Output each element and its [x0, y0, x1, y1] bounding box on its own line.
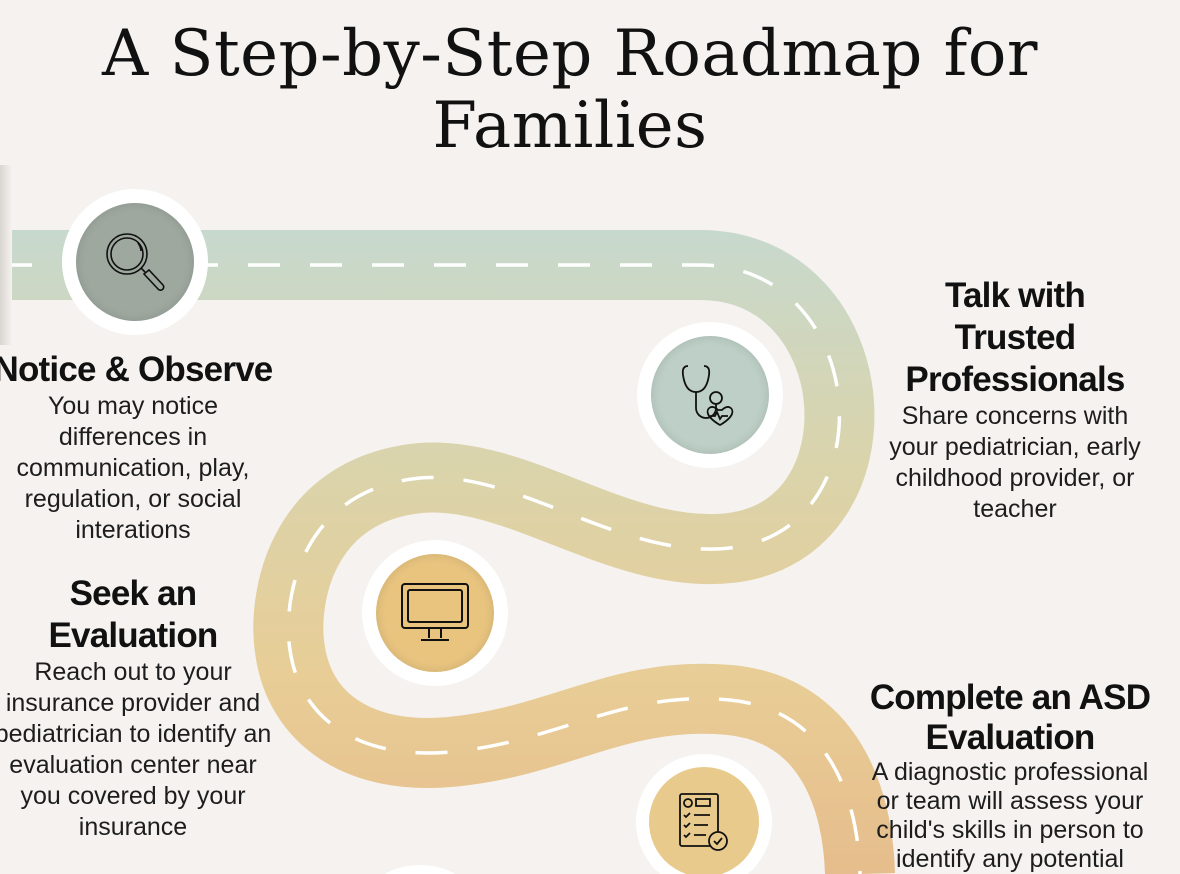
heading-line: Talk with — [945, 276, 1086, 315]
computer-monitor-icon — [401, 583, 469, 641]
body-line: Share concerns with — [901, 402, 1129, 430]
heading-line: Evaluation — [48, 616, 219, 655]
step-heading: Seek an Evaluation — [0, 573, 303, 657]
step-notice-text: Notice & Observe You may notice differen… — [0, 349, 303, 546]
body-line: teacher — [973, 495, 1057, 523]
title-line: Families — [432, 89, 708, 163]
heading-line: Complete an ASD — [869, 678, 1151, 717]
step-node-complete-fill — [648, 766, 759, 874]
step-node-seek — [362, 540, 508, 686]
step-talk-text: Talk with Trusted Professionals Share co… — [845, 275, 1180, 525]
title-line: A Step-by-Step Roadmap for — [102, 17, 1038, 91]
body-line: interations — [75, 516, 191, 544]
step-description: Reach out to your insurance provider and… — [0, 657, 303, 843]
body-line: insurance — [78, 813, 188, 841]
step-description: Share concerns with your pediatrician, e… — [845, 401, 1180, 525]
body-line: communication, play, — [16, 454, 250, 482]
magnifying-glass-icon — [106, 233, 165, 291]
heading-line: Professionals — [905, 360, 1125, 399]
body-line: pediatrician to identify an — [0, 720, 272, 748]
body-line: child's skills in person to — [876, 816, 1144, 844]
body-line: you covered by your — [20, 782, 246, 810]
body-line: regulation, or social — [24, 485, 242, 513]
body-line: or team will assess your — [876, 787, 1144, 815]
checklist-icon — [679, 793, 728, 851]
heading-line: Trusted — [954, 318, 1077, 357]
partial-step-circle — [384, 865, 456, 874]
step-description: A diagnostic professional or team will a… — [840, 758, 1180, 874]
body-line: A diagnostic professional — [871, 758, 1149, 786]
page-title: A Step-by-Step Roadmap for Families — [0, 18, 1140, 162]
stethoscope-icon — [681, 365, 734, 427]
step-node-talk — [637, 322, 783, 468]
step-heading: Talk with Trusted Professionals — [845, 275, 1180, 401]
body-line: insurance provider and — [5, 689, 261, 717]
step-node-notice — [62, 189, 208, 335]
heading-line: Seek an — [69, 574, 198, 613]
step-heading: Notice & Observe — [0, 349, 303, 391]
body-line: differences in — [58, 423, 208, 451]
step-complete-text: Complete an ASD Evaluation A diagnostic … — [840, 678, 1180, 874]
body-line: Reach out to your — [34, 658, 232, 686]
road-center-dashes — [0, 263, 862, 874]
heading-line: Notice & Observe — [0, 350, 273, 389]
heading-line: Evaluation — [925, 718, 1096, 757]
body-line: evaluation center near — [9, 751, 257, 779]
body-line: your pediatrician, early — [889, 433, 1141, 461]
step-heading: Complete an ASD Evaluation — [840, 678, 1180, 758]
body-line: identify any potential — [896, 845, 1124, 873]
step-seek-text: Seek an Evaluation Reach out to your ins… — [0, 573, 303, 843]
step-description: You may notice differences in communicat… — [0, 391, 303, 546]
left-edge-shadow — [0, 165, 12, 345]
body-line: You may notice — [47, 392, 219, 420]
body-line: childhood provider, or — [895, 464, 1135, 492]
